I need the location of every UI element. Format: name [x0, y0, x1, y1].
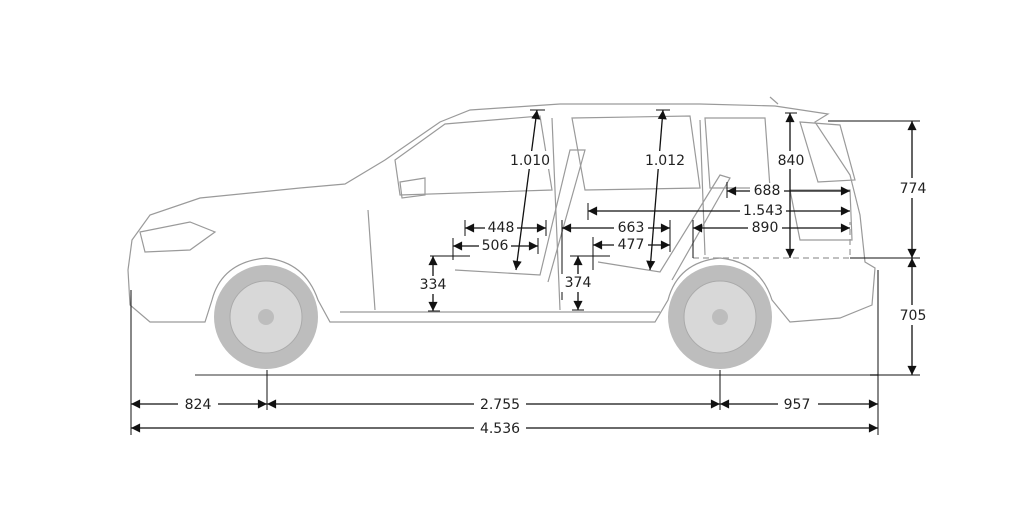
label-front-seat-depth-lower: 506 — [482, 238, 509, 254]
label-cargo-length-folded: 1.543 — [743, 203, 783, 219]
label-rear-seat-height: 374 — [565, 275, 592, 291]
label-front-seat-height: 334 — [420, 277, 447, 293]
cargo-floor — [693, 222, 851, 259]
front-wheel — [214, 265, 318, 369]
label-overall-length: 4.536 — [480, 421, 520, 437]
label-lower-height: 705 — [900, 308, 927, 324]
label-cargo-length-floor: 890 — [752, 220, 779, 236]
headlight — [139, 221, 217, 253]
car-side-view — [127, 96, 878, 376]
label-rear-headroom: 1.012 — [645, 153, 685, 169]
label-rear-overhang: 957 — [784, 397, 811, 413]
label-front-headroom: 1.010 — [510, 153, 550, 169]
side-mirror — [399, 177, 426, 199]
label-front-seat-depth-upper: 448 — [488, 220, 515, 236]
car-body — [127, 103, 876, 323]
label-cargo-height: 840 — [778, 153, 805, 169]
label-rear-seat-depth: 477 — [618, 237, 645, 253]
label-rear-legroom: 663 — [618, 220, 645, 236]
label-cargo-length-top: 688 — [754, 183, 781, 199]
dimension-labels: 824 2.755 957 4.536 774 705 840 1.010 1.… — [178, 151, 930, 437]
antenna — [769, 96, 779, 105]
label-upper-height: 774 — [900, 181, 927, 197]
rear-window — [799, 121, 856, 183]
label-front-overhang: 824 — [185, 397, 212, 413]
rear-wheel — [668, 265, 772, 369]
label-wheelbase: 2.755 — [480, 397, 520, 413]
